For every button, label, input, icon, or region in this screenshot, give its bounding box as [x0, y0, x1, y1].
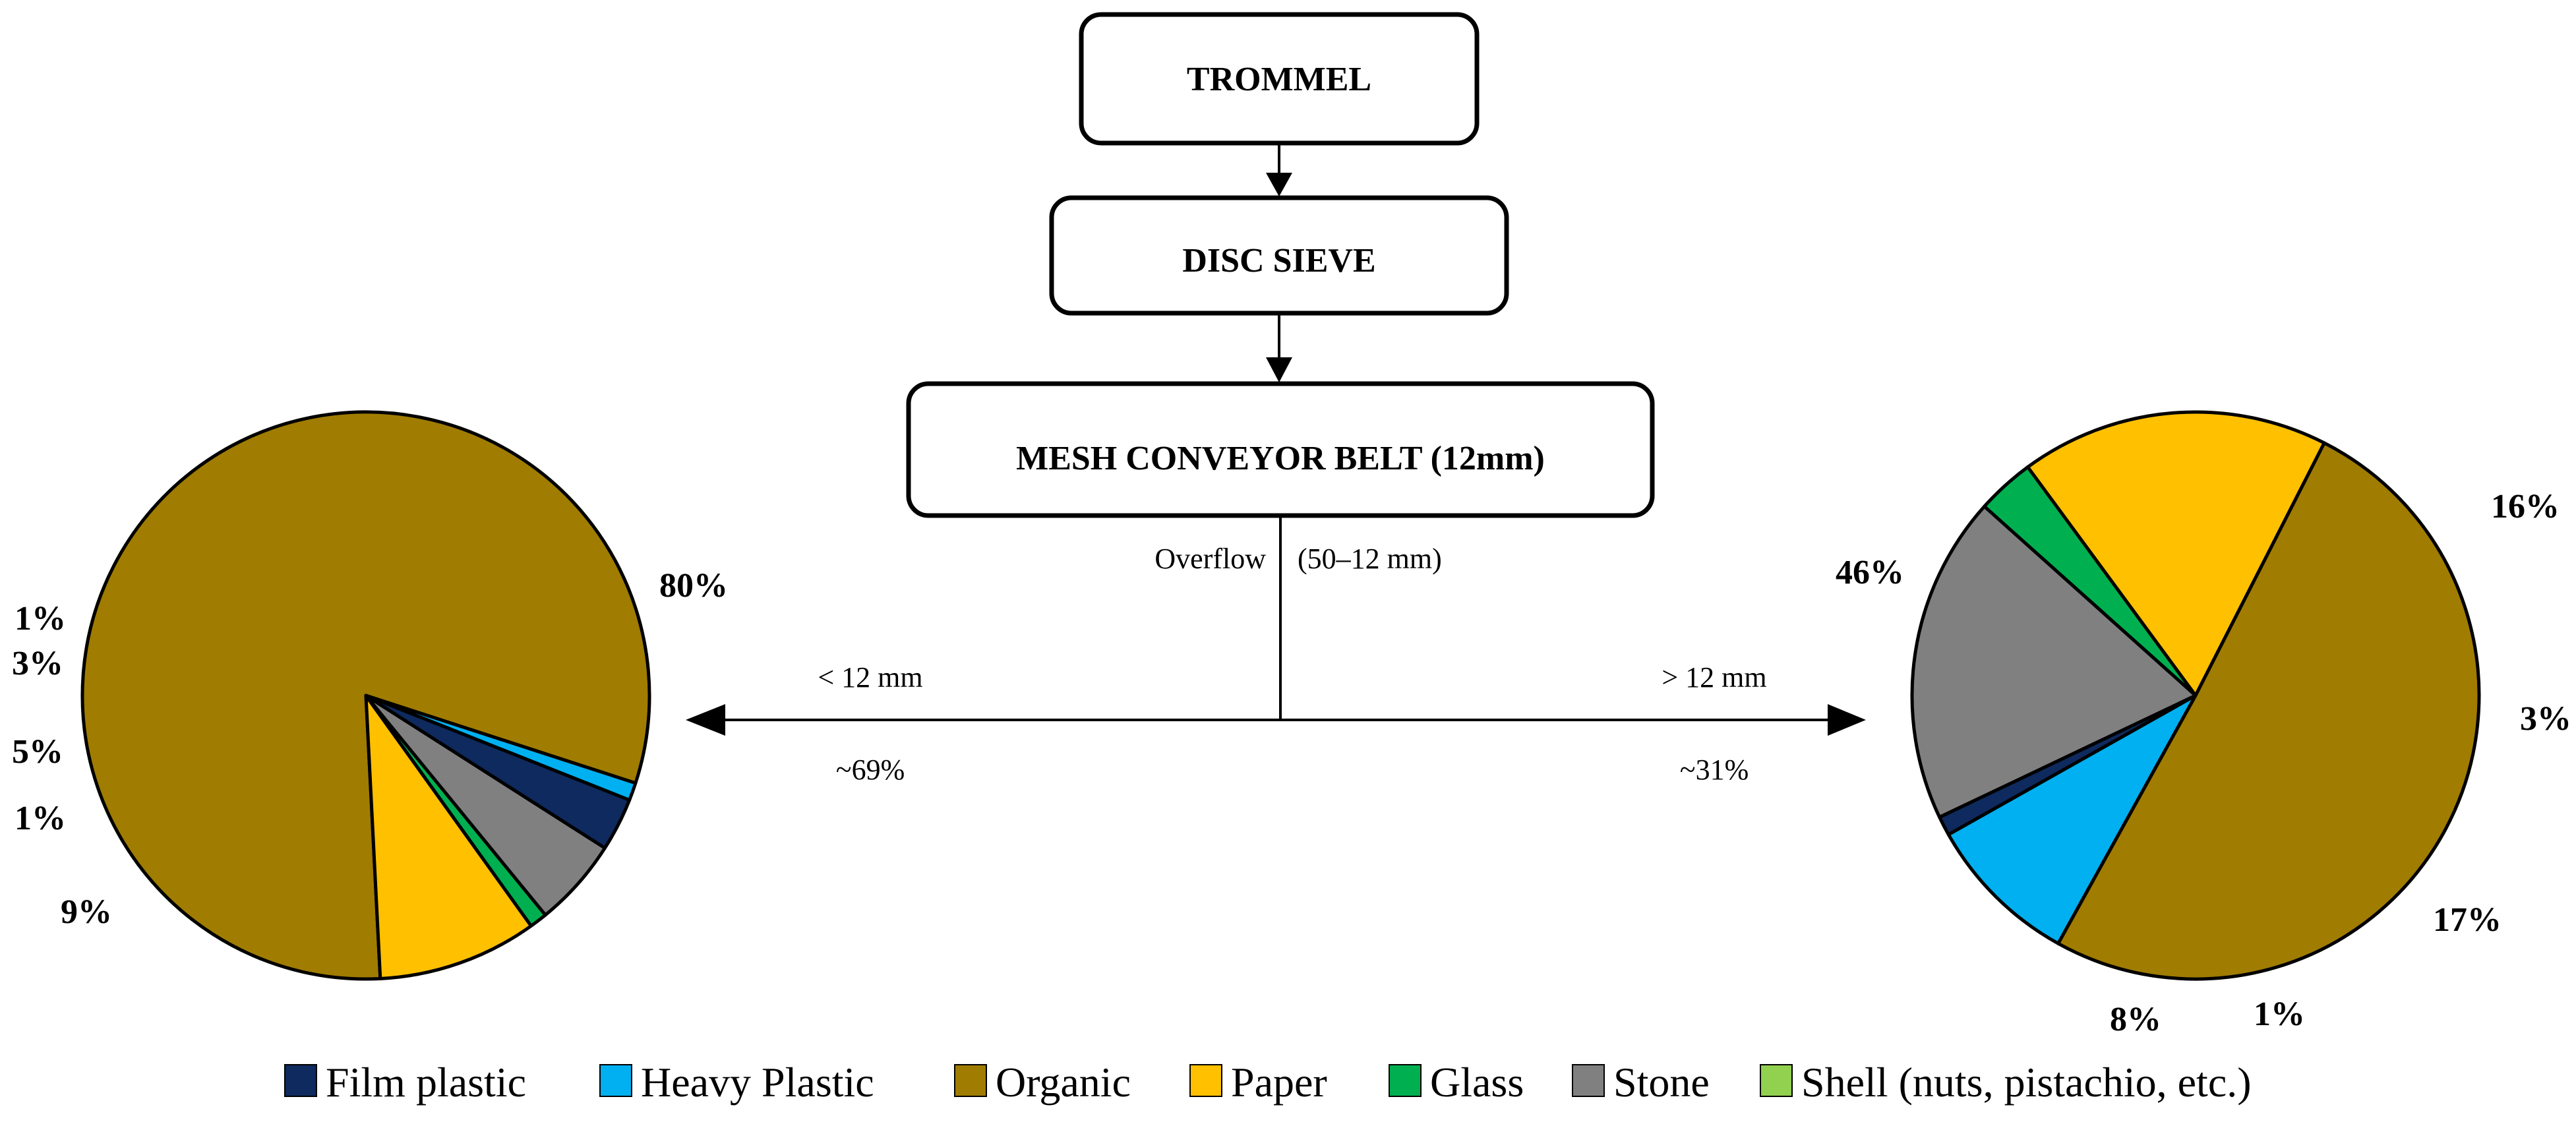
pie-right-labels: 16% 46% 3% 17% 8% 1% — [1836, 488, 2571, 1038]
left-branch-arrow — [686, 704, 1280, 736]
pie-right-slice-stone — [1910, 504, 2198, 819]
right-size-label: > 12 mm — [1662, 661, 1766, 694]
legend-label-heavy-plastic: Heavy Plastic — [641, 1059, 874, 1106]
overflow-label: Overflow — [1154, 543, 1266, 575]
pie-right-slice-organic — [2056, 441, 2481, 981]
legend-label-paper: Paper — [1231, 1059, 1327, 1106]
legend-swatch-shell — [1760, 1064, 1793, 1097]
legend-item-glass: Glass — [1389, 1059, 1524, 1106]
pie-left-label-stone: 5% — [12, 733, 63, 771]
legend-swatch-stone — [1572, 1064, 1605, 1097]
legend-item-film-plastic: Film plastic — [284, 1059, 526, 1106]
connector-trommel-disc — [1266, 143, 1292, 196]
legend-label-organic: Organic — [996, 1059, 1131, 1106]
pie-right-label-glass: 3% — [2520, 700, 2571, 738]
pie-right-label-heavy-plastic: 8% — [2110, 1001, 2161, 1038]
mesh-conveyor-box: MESH CONVEYOR BELT (12mm) — [906, 381, 1655, 518]
legend-item-heavy-plastic: Heavy Plastic — [599, 1059, 874, 1106]
pie-left-label-paper: 9% — [61, 893, 112, 931]
legend-swatch-glass — [1389, 1064, 1422, 1097]
disc-sieve-label: DISC SIEVE — [1182, 242, 1375, 280]
pie-left-label-heavy-plastic: 1% — [15, 600, 66, 638]
mesh-conveyor-label: MESH CONVEYOR BELT (12mm) — [1016, 440, 1545, 477]
pie-left-slice-paper — [364, 694, 533, 980]
pie-right-slice-paper — [2025, 410, 2326, 698]
right-share-label: ~31% — [1680, 754, 1749, 786]
legend-label-glass: Glass — [1430, 1059, 1524, 1106]
legend-swatch-heavy-plastic — [599, 1064, 632, 1097]
legend-swatch-organic — [954, 1064, 987, 1097]
legend-swatch-film-plastic — [284, 1064, 317, 1097]
range-label: (50–12 mm) — [1298, 543, 1442, 575]
legend-label-shell: Shell (nuts, pistachio, etc.) — [1801, 1059, 2252, 1106]
legend-swatch-paper — [1189, 1064, 1222, 1097]
pie-right-slice-heavy-plastic — [1946, 694, 2198, 945]
left-size-label: < 12 mm — [818, 661, 922, 694]
right-branch-arrow — [1280, 704, 1866, 736]
legend-label-stone: Stone — [1613, 1059, 1710, 1106]
legend-item-shell: Shell (nuts, pistachio, etc.) — [1760, 1059, 2252, 1106]
pie-right-label-stone: 17% — [2433, 901, 2501, 939]
pie-left-label-organic: 80% — [659, 567, 728, 605]
pie-left-labels: 80% 1% 3% 5% 1% 9% — [12, 567, 728, 931]
pie-left-slice-heavy-plastic — [364, 694, 638, 802]
pie-right-label-film-plastic: 1% — [2254, 995, 2305, 1033]
pie-left-label-glass: 1% — [15, 800, 66, 837]
legend-item-paper: Paper — [1189, 1059, 1327, 1106]
disc-sieve-box: DISC SIEVE — [1049, 195, 1509, 316]
trommel-label: TROMMEL — [1187, 61, 1371, 98]
legend-item-stone: Stone — [1572, 1059, 1710, 1106]
legend: Film plastic Heavy Plastic Organic Paper… — [284, 1059, 2252, 1106]
legend-item-organic: Organic — [954, 1059, 1131, 1106]
trommel-box: TROMMEL — [1079, 12, 1480, 146]
pie-right-label-paper: 16% — [2491, 488, 2560, 525]
pie-chart-under-12mm — [80, 410, 651, 981]
connector-disc-mesh — [1266, 313, 1292, 382]
legend-label-film-plastic: Film plastic — [326, 1059, 526, 1106]
pie-chart-over-12mm — [1910, 410, 2481, 981]
pie-right-label-organic: 46% — [1836, 554, 1904, 591]
left-share-label: ~69% — [836, 754, 905, 786]
pie-left-label-film-plastic: 3% — [12, 645, 63, 682]
